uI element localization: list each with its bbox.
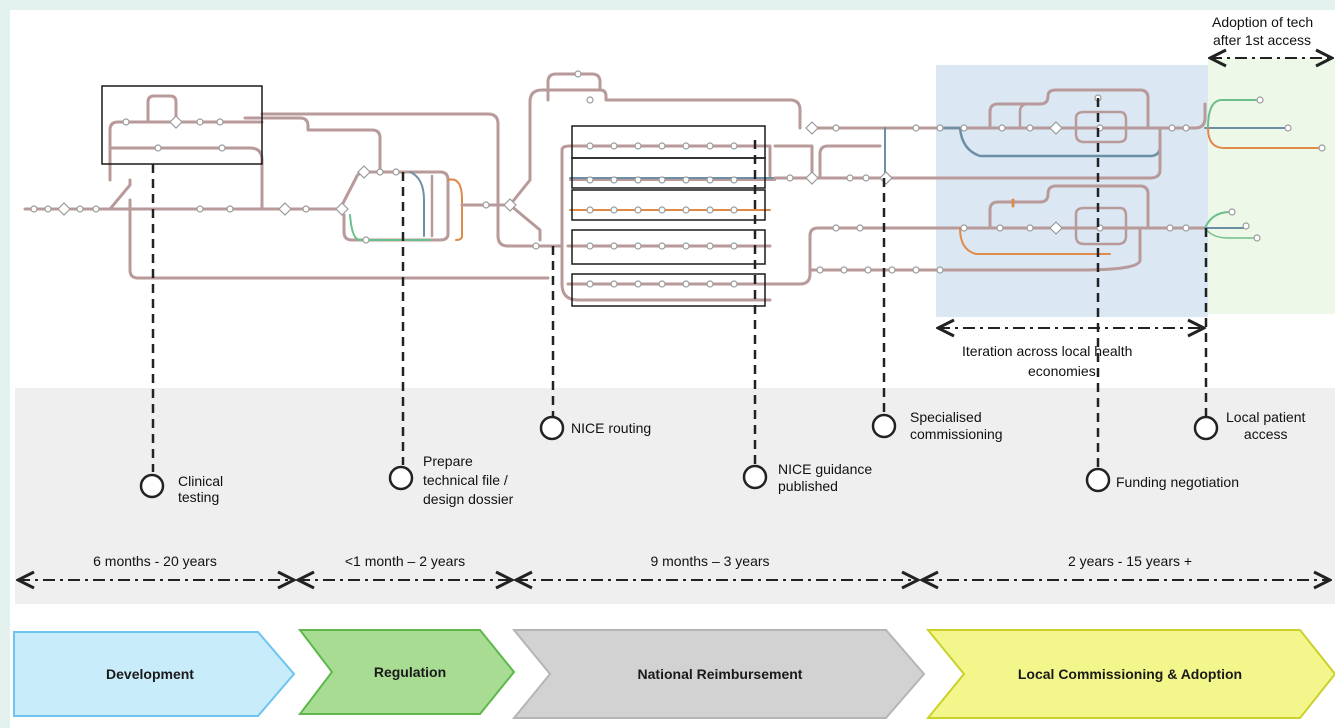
duration-national: 9 months – 3 years xyxy=(650,553,770,569)
prepare-file-line2: technical file / xyxy=(423,472,508,488)
local-iteration-zone xyxy=(936,65,1208,317)
phase-local-shape xyxy=(925,629,1335,719)
phase-local-label: Local Commissioning & Adoption xyxy=(1017,666,1243,682)
duration-arrows xyxy=(18,58,1332,580)
duration-regulation: <1 month – 2 years xyxy=(344,553,466,569)
clinical-testing-marker xyxy=(139,473,165,499)
milestone-markers xyxy=(139,413,1219,499)
phase-regulation-shape xyxy=(297,629,516,715)
nice-guidance-label: NICE guidance published xyxy=(778,461,872,495)
local-access-marker xyxy=(1193,415,1219,441)
phase-chevrons xyxy=(13,629,1335,719)
nice-routing-label: NICE routing xyxy=(571,420,652,436)
milestone-leaders xyxy=(151,98,1208,472)
duration-development: 6 months - 20 years xyxy=(93,553,217,569)
pathway-stations xyxy=(30,70,1326,288)
pathway-network xyxy=(23,72,1321,302)
specialised-line2: commissioning xyxy=(910,426,1003,442)
phase-development-label: Development xyxy=(106,666,194,682)
timeline-band xyxy=(15,388,1335,604)
specialised-label: Specialised commissioning xyxy=(910,409,1003,443)
prepare-file-line1: Prepare xyxy=(423,453,473,469)
iteration-label-line1: Iteration across local health xyxy=(962,343,1133,359)
prepare-file-line3: design dossier xyxy=(423,491,514,507)
nice-guidance-line2: published xyxy=(778,478,838,494)
pathway-interchanges xyxy=(57,115,1063,235)
stage-boxes xyxy=(101,85,766,307)
adoption-label-line2: after 1st access xyxy=(1213,32,1312,48)
adoption-zone xyxy=(1208,58,1335,314)
funding-label: Funding negotiation xyxy=(1116,474,1239,490)
funding-marker xyxy=(1085,467,1111,493)
phase-national-shape xyxy=(511,629,926,719)
adoption-label-line1: Adoption of tech xyxy=(1212,14,1314,30)
prepare-file-label: Prepare technical file / design dossier xyxy=(423,452,513,509)
nice-guidance-line1: NICE guidance xyxy=(778,461,873,477)
prepare-file-marker xyxy=(388,465,414,491)
clinical-testing-line2: testing xyxy=(178,489,220,505)
phase-development-shape xyxy=(13,631,296,717)
phase-national-label: National Reimbursement xyxy=(637,666,803,682)
specialised-line1: Specialised xyxy=(910,409,982,425)
local-access-line2: access xyxy=(1243,426,1288,442)
local-access-line1: Local patient xyxy=(1226,409,1306,425)
nice-routing-marker xyxy=(539,415,565,441)
nice-guidance-marker xyxy=(742,464,768,490)
phase-regulation-label: Regulation xyxy=(373,664,447,680)
iteration-label-line2: economies xyxy=(1028,363,1096,379)
specialised-marker xyxy=(871,413,897,439)
duration-local: 2 years - 15 years + xyxy=(1067,553,1193,569)
clinical-testing-line1: Clinical xyxy=(178,473,224,489)
clinical-testing-label: Clinical testing xyxy=(178,473,223,505)
local-access-label: Local patient access xyxy=(1226,409,1305,443)
